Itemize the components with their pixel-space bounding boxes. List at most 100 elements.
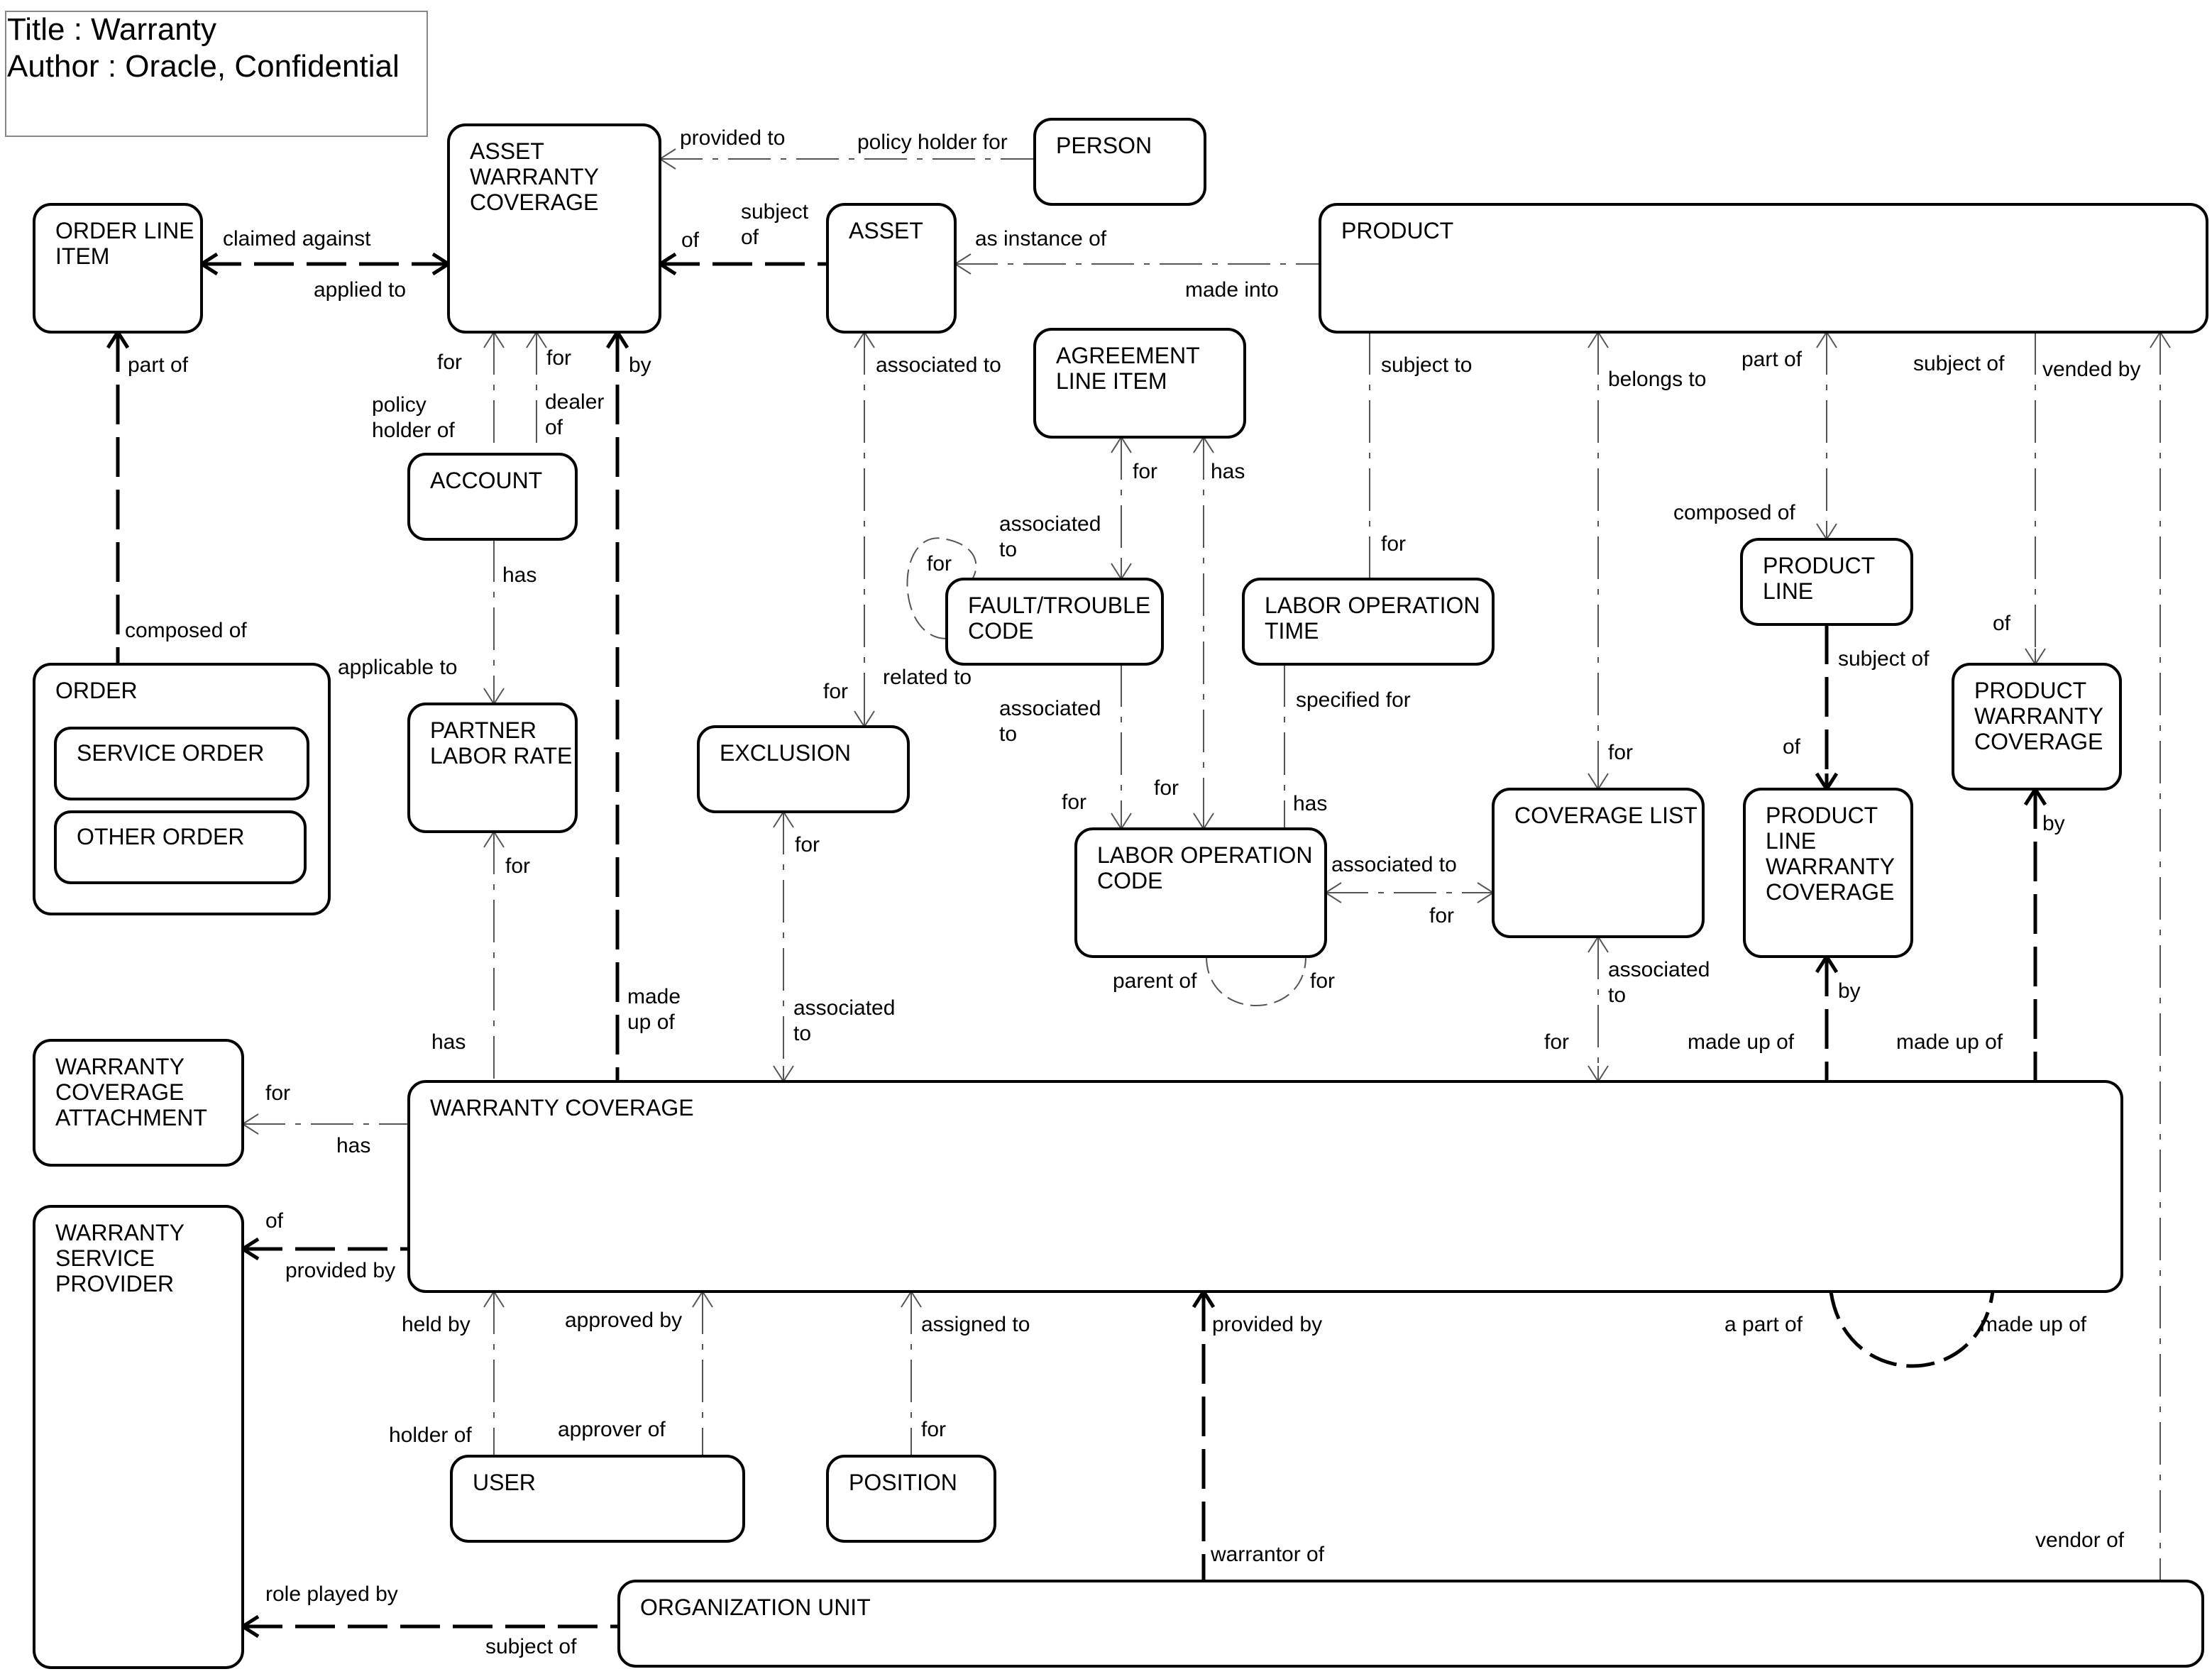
relationship-label: applicable to	[338, 656, 457, 679]
crows-foot-marker	[2150, 331, 2171, 348]
entity-name-warranty-coverage: WARRANTY COVERAGE	[430, 1095, 694, 1120]
relationship-label: subject of	[485, 1635, 577, 1658]
entity-name-position: POSITION	[849, 1470, 957, 1495]
crows-foot-marker	[773, 811, 794, 828]
relationship-label: for	[823, 680, 848, 703]
relationship-label: part of	[128, 353, 189, 377]
crows-foot-marker	[1477, 882, 1494, 903]
entity-warranty-coverage: WARRANTY COVERAGE	[407, 1080, 2123, 1293]
crows-foot-marker	[1325, 882, 1342, 903]
crows-foot-marker	[1192, 1290, 1216, 1309]
relationship-label: for	[795, 833, 820, 857]
crows-foot-marker	[241, 1614, 260, 1639]
relationship-label: applied to	[314, 278, 406, 302]
relationship-label: made up of	[1980, 1313, 2087, 1336]
relationship-label: for	[927, 552, 952, 576]
crows-foot-marker	[773, 1065, 794, 1082]
crows-foot-marker	[1815, 772, 1839, 791]
recursive-line-fault-code	[906, 537, 977, 639]
crows-foot-marker	[901, 1291, 922, 1308]
entity-name-order: ORDER	[55, 678, 138, 703]
relationship-label: made into	[1185, 278, 1279, 302]
relationship-label: for	[1608, 741, 1633, 764]
relationship-label: for	[1429, 904, 1454, 927]
relationship-label: for	[437, 351, 462, 374]
entity-name-coverage-list: COVERAGE LIST	[1514, 803, 1697, 828]
relationship-label: has	[1293, 792, 1327, 815]
crows-foot-marker	[1588, 331, 1609, 348]
crows-foot-marker	[106, 331, 130, 349]
relationship-label: for	[1154, 776, 1179, 800]
relationship-label: parent of	[1113, 969, 1197, 993]
relationship-label: of	[265, 1209, 284, 1233]
relationship-label: specified for	[1296, 688, 1411, 712]
relationship-lines	[106, 148, 2171, 1639]
relationship-label: by	[629, 353, 651, 377]
crows-foot-marker	[1815, 955, 1839, 974]
crows-foot-marker	[1588, 936, 1609, 953]
diagram-author: Author : Oracle, Confidential	[7, 49, 400, 84]
entity-name-account: ACCOUNT	[430, 468, 542, 493]
crows-foot-marker	[659, 148, 676, 170]
relationship-label: has	[336, 1134, 370, 1157]
relationship-label: has	[502, 563, 537, 587]
entity-person: PERSON	[1033, 118, 1206, 206]
entity-exclusion: EXCLUSION	[697, 725, 910, 813]
crows-foot-marker	[483, 1291, 505, 1308]
entity-user: USER	[450, 1455, 745, 1543]
entity-name-service-order: SERVICE ORDER	[77, 740, 264, 766]
relationship-label: by	[1838, 979, 1861, 1003]
relationship-label: composed of	[125, 619, 247, 642]
crows-foot-marker	[1193, 436, 1214, 453]
entity-product: PRODUCT	[1319, 203, 2208, 334]
entity-name-user: USER	[473, 1470, 536, 1495]
crows-foot-marker	[241, 1237, 260, 1261]
relationship-label: for	[265, 1081, 290, 1105]
relationship-label: for	[1133, 460, 1157, 483]
relationship-label: held by	[402, 1313, 471, 1336]
relationship-label: warrantor of	[1210, 1543, 1325, 1566]
relationship-label: vended by	[2042, 358, 2140, 381]
crows-foot-marker	[854, 710, 875, 727]
relationship-label: for	[546, 346, 571, 370]
subtype-other-order: OTHER ORDER	[54, 810, 307, 884]
subtype-service-order: SERVICE ORDER	[54, 727, 309, 800]
crows-foot-marker	[483, 688, 505, 705]
relationship-label: of	[681, 228, 700, 252]
crows-foot-marker	[2023, 788, 2047, 806]
entity-name-person: PERSON	[1056, 133, 1152, 158]
entity-name-product: PRODUCT	[1341, 218, 1453, 243]
recursive-line-labor-code	[1206, 956, 1306, 1006]
crows-foot-marker	[1193, 813, 1214, 830]
relationship-label: provided by	[1212, 1313, 1322, 1336]
relationship-label: approved by	[565, 1309, 682, 1332]
crows-foot-marker	[1588, 773, 1609, 790]
entity-account: ACCOUNT	[407, 453, 578, 541]
crows-foot-marker	[526, 331, 547, 348]
relationship-label: subject of	[1838, 647, 1930, 671]
crows-foot-marker	[1816, 523, 1837, 540]
crows-foot-marker	[1111, 436, 1132, 453]
diagram-title: Title : Warranty	[7, 12, 216, 47]
entity-organization-unit: ORGANIZATION UNIT	[617, 1580, 2204, 1668]
title-block: Title : Warranty Author : Oracle, Confid…	[5, 11, 428, 137]
relationship-label: has	[431, 1030, 466, 1054]
